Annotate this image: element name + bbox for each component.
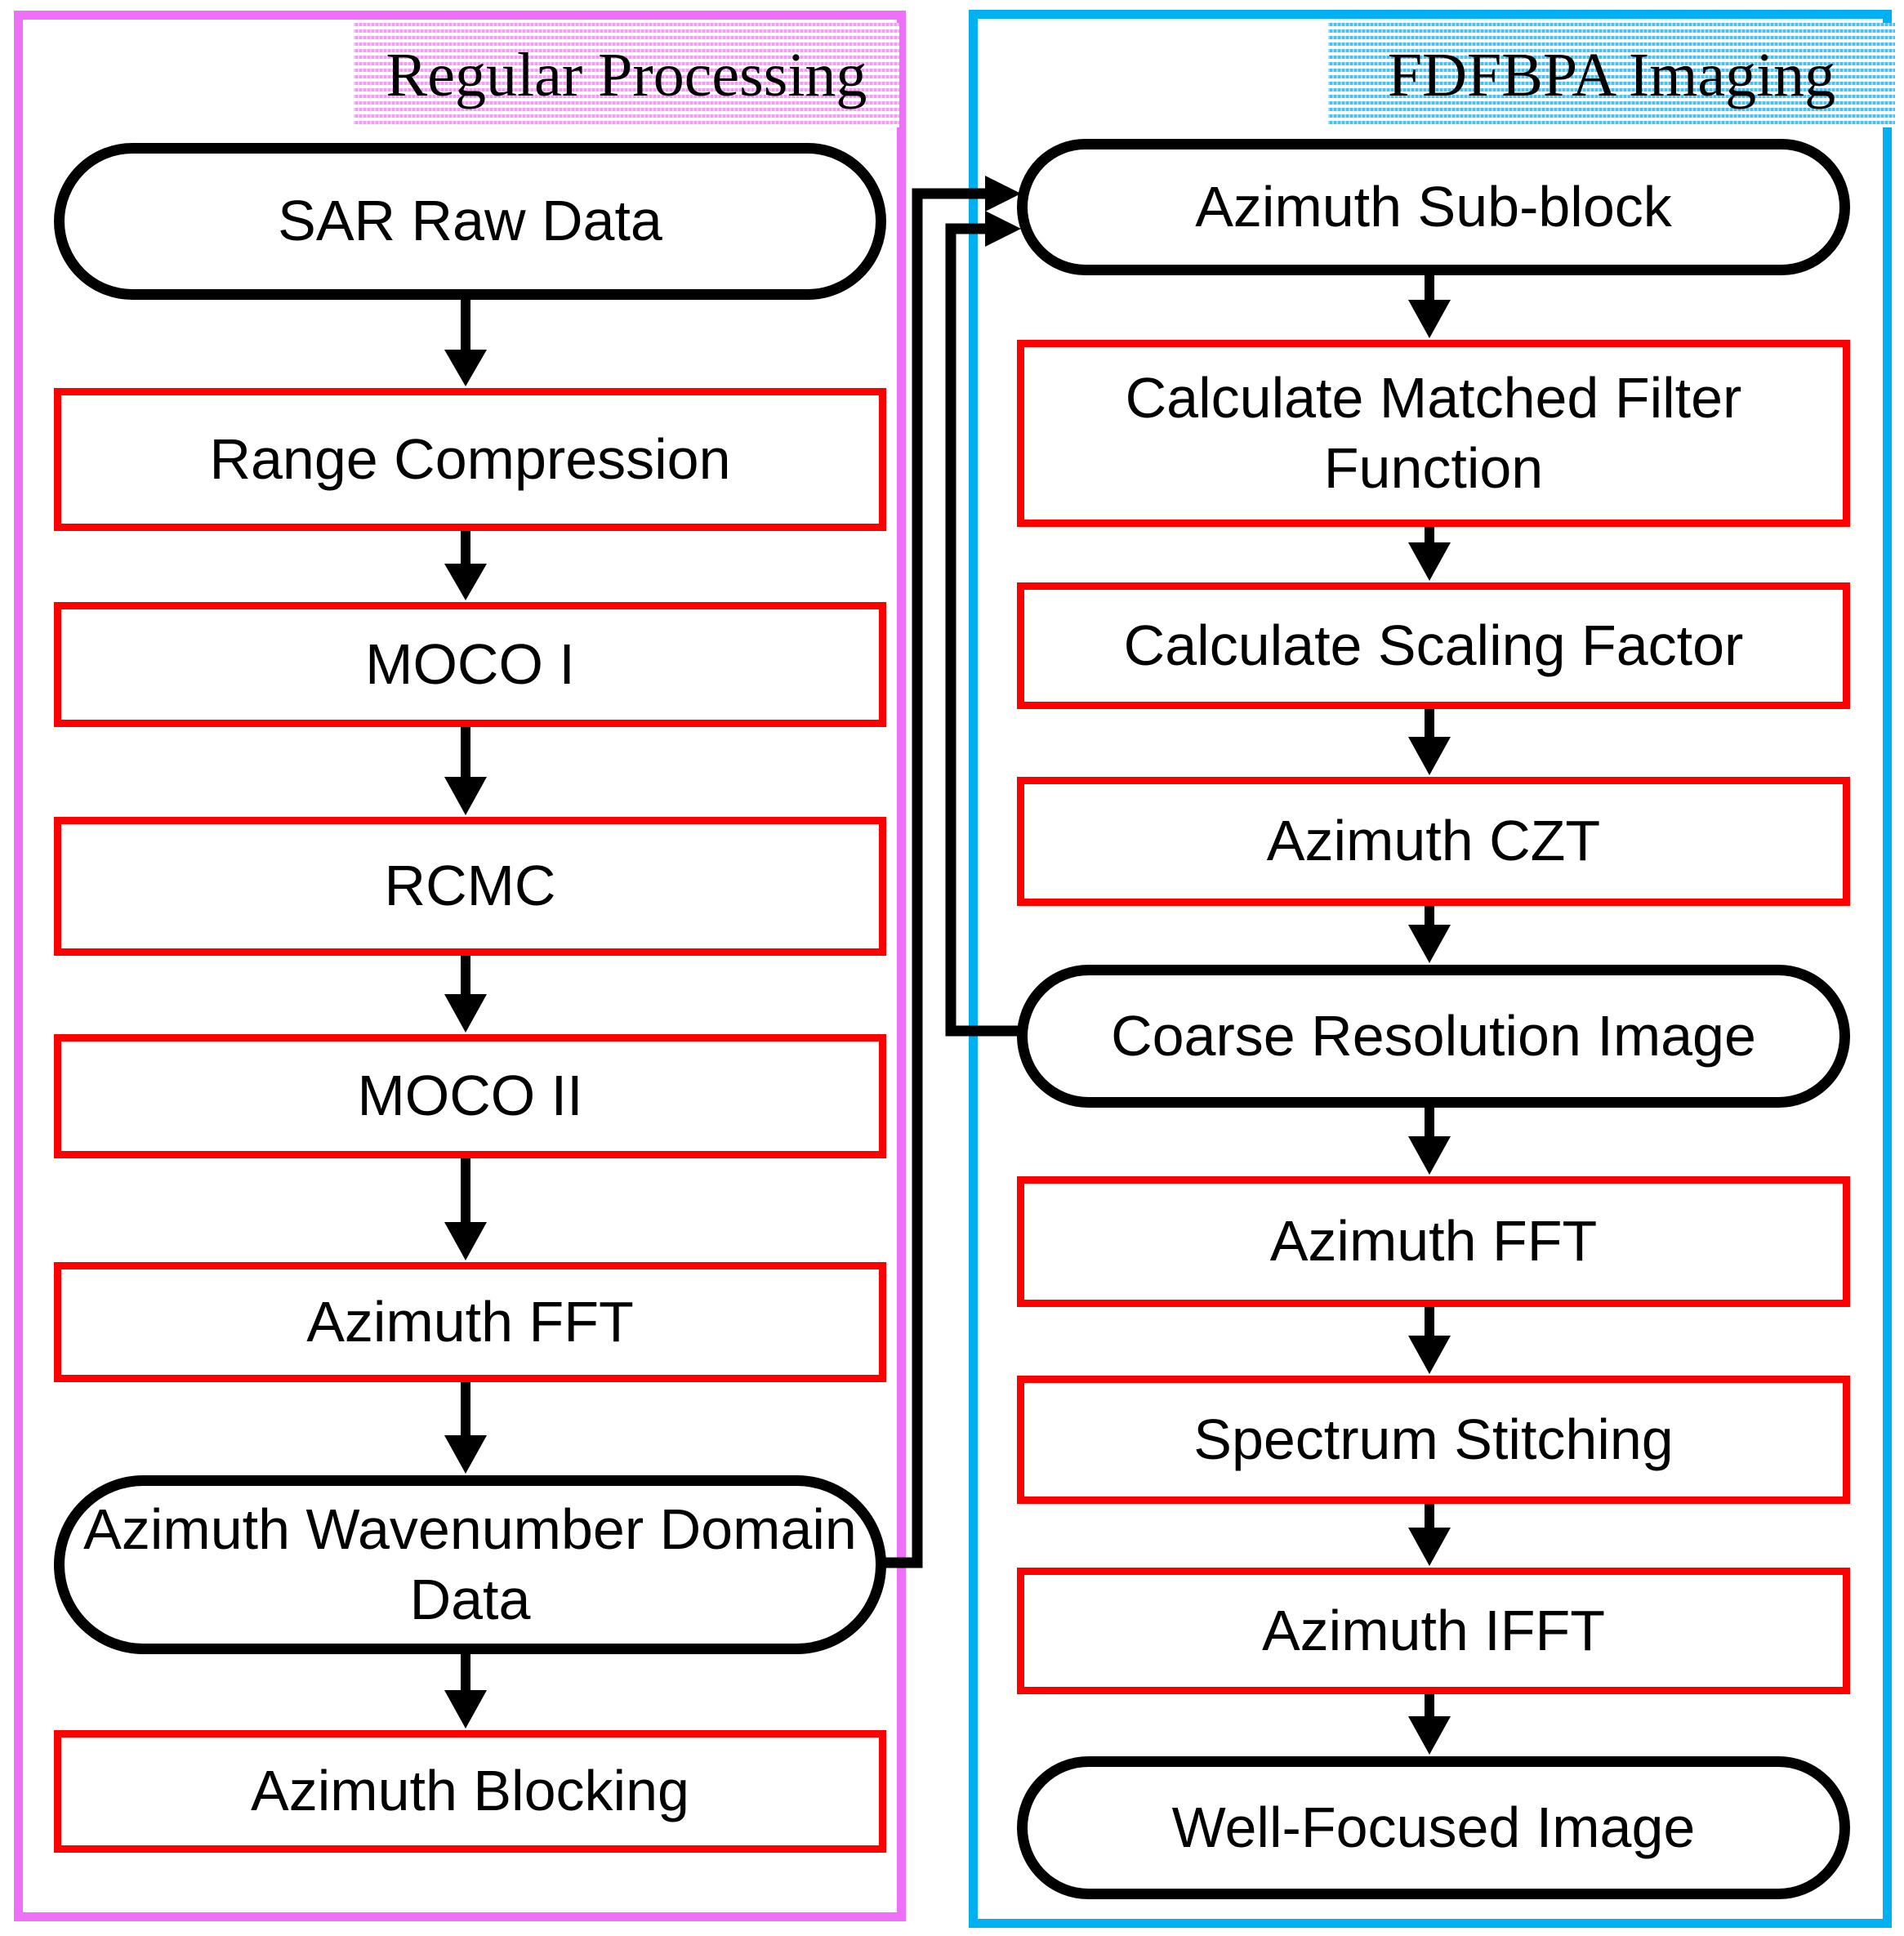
node-azimuth-fft-right: Azimuth FFT (1017, 1176, 1850, 1307)
arrow-subblock-to-matchedfilter (1408, 270, 1451, 338)
arrow-azimuthfft2-to-spectrumstitching (1408, 1304, 1451, 1374)
node-azimuth-sub-block: Azimuth Sub-block (1017, 139, 1850, 275)
node-azimuth-blocking: Azimuth Blocking (54, 1730, 886, 1853)
node-range-compression: Range Compression (54, 388, 886, 531)
arrow-coarseimage-feedback-to-subblock (945, 211, 1023, 1037)
node-calculate-scaling-factor: Calculate Scaling Factor (1017, 582, 1850, 709)
arrow-azimuthifft-to-wellfocused (1408, 1691, 1451, 1755)
arrow-spectrumstitching-to-azimuthifft (1408, 1501, 1451, 1566)
arrow-matchedfilter-to-scalingfactor (1408, 524, 1451, 581)
arrow-rangecompression-to-moco1 (444, 528, 487, 600)
node-azimuth-czt: Azimuth CZT (1017, 777, 1850, 906)
arrow-coarseimage-to-azimuthfft2 (1408, 1101, 1451, 1175)
node-sar-raw-data: SAR Raw Data (54, 143, 886, 300)
arrow-azimuthfft-to-wavenumberdata (444, 1379, 487, 1474)
node-well-focused-image: Well-Focused Image (1017, 1756, 1850, 1899)
node-moco-1: MOCO I (54, 602, 886, 727)
arrow-moco2-to-azimuthfft (444, 1155, 487, 1260)
arrow-scalingfactor-to-azimuthczt (1408, 706, 1451, 775)
title-regular-processing: Regular Processing (354, 23, 899, 127)
panel-fdfbpa-imaging (969, 10, 1892, 1928)
node-calculate-matched-filter-function: Calculate Matched Filter Function (1017, 340, 1850, 527)
arrow-wavenumberdata-to-subblock (871, 176, 1021, 1568)
node-coarse-resolution-image: Coarse Resolution Image (1017, 965, 1850, 1108)
node-moco-2: MOCO II (54, 1034, 886, 1158)
panel-regular-processing (14, 11, 906, 1921)
node-rcmc: RCMC (54, 817, 886, 956)
arrow-azimuthczt-to-coarseimage (1408, 903, 1451, 963)
node-azimuth-wavenumber-domain-data: Azimuth Wavenumber Domain Data (54, 1475, 886, 1654)
arrow-rcmc-to-moco2 (444, 952, 487, 1033)
title-fdfbpa-imaging: FDFBPA Imaging (1328, 23, 1895, 127)
arrow-wavenumberdata-to-azimuthblocking (444, 1648, 487, 1729)
node-azimuth-fft-left: Azimuth FFT (54, 1262, 886, 1382)
arrow-moco1-to-rcmc (444, 724, 487, 815)
arrow-sar-to-rangecompression (444, 292, 487, 386)
node-spectrum-stitching: Spectrum Stitching (1017, 1376, 1850, 1504)
node-azimuth-ifft: Azimuth IFFT (1017, 1568, 1850, 1694)
